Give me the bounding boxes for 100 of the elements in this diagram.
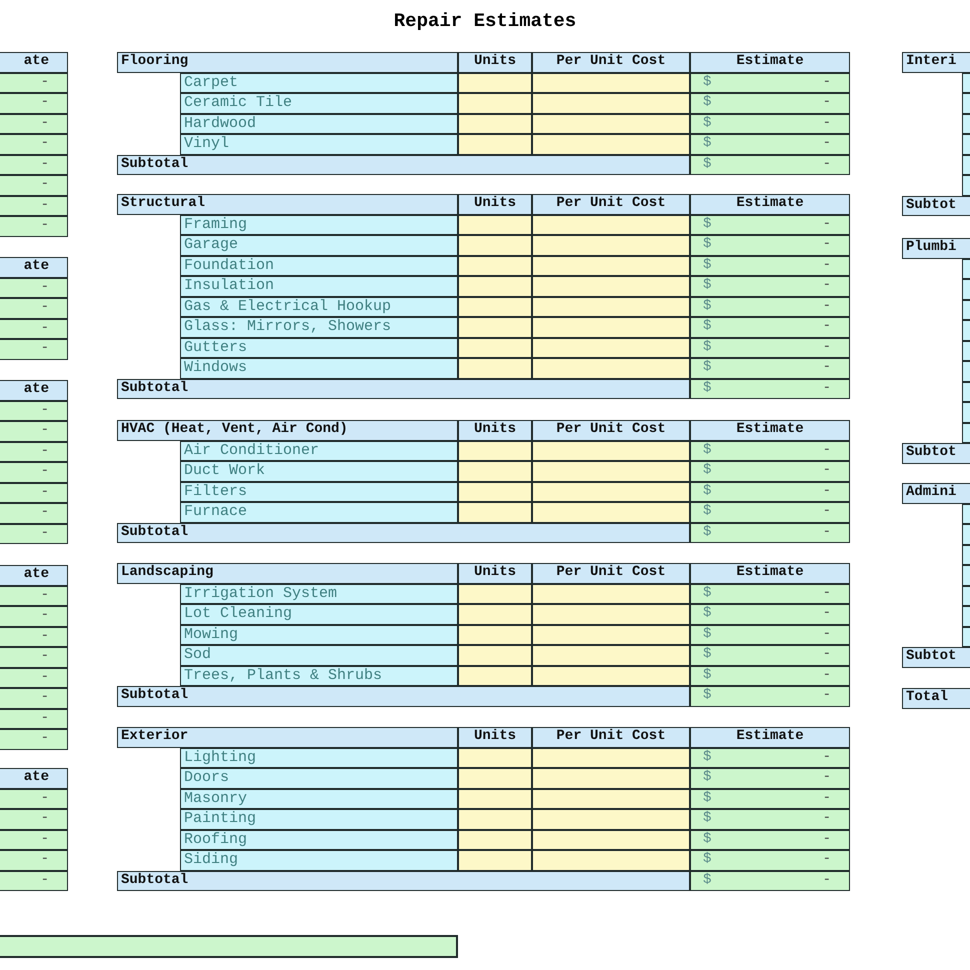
amount-value: -: [822, 135, 831, 152]
currency-symbol: $: [703, 830, 712, 848]
currency-symbol: $: [703, 872, 712, 888]
currency-symbol: $: [703, 359, 712, 376]
item-label: Irrigation System: [180, 584, 458, 604]
subtotal-label: Subtot: [902, 647, 970, 668]
currency-symbol: $: [703, 810, 712, 827]
section-heading: Structural: [117, 194, 458, 214]
amount-value: -: [0, 216, 68, 236]
amount-value: -: [0, 93, 68, 114]
amount-value: -: [0, 830, 68, 850]
amount-value: -: [0, 400, 68, 421]
amount-value: -: [0, 809, 68, 830]
subtotal-label: Subtotal: [117, 522, 690, 543]
currency-symbol: $: [703, 277, 712, 294]
item-label: Framing: [180, 214, 458, 235]
currency-symbol: $: [703, 442, 712, 458]
column-header: Estimate: [690, 727, 850, 748]
item-label: Filters: [180, 482, 458, 502]
amount-value: -: [822, 666, 831, 684]
currency-symbol: $: [703, 318, 712, 335]
currency-symbol: $: [703, 584, 712, 602]
subtotal-label: Subtotal: [117, 870, 690, 891]
item-label: Siding: [180, 850, 458, 870]
amount-value: -: [0, 788, 68, 809]
amount-value: -: [822, 462, 831, 479]
amount-value: -: [822, 236, 831, 253]
subtotal-label: Subtotal: [117, 686, 690, 706]
column-header: Units: [458, 727, 532, 748]
amount-value: -: [822, 626, 831, 642]
item-label: Furnace: [180, 502, 458, 522]
amount-value: -: [822, 769, 831, 786]
amount-value: -: [822, 584, 831, 602]
amount-value: -: [0, 586, 68, 606]
diagram-title: Repair Estimates: [392, 10, 578, 34]
column-header: Per Unit Cost: [532, 727, 690, 748]
section-heading: Flooring: [117, 52, 458, 72]
amount-value: -: [822, 74, 831, 90]
amount-value: -: [0, 175, 68, 196]
currency-symbol: $: [703, 626, 712, 642]
amount-value: -: [822, 503, 831, 520]
currency-symbol: $: [703, 605, 712, 622]
amount-value: -: [0, 339, 68, 360]
item-label: Vinyl: [180, 134, 458, 154]
section-heading: HVAC (Heat, Vent, Air Cond): [117, 420, 458, 440]
amount-value: -: [822, 94, 831, 111]
amount-value: -: [0, 134, 68, 154]
amount-value: -: [822, 442, 831, 458]
amount-value: -: [822, 359, 831, 376]
amount-value: -: [0, 278, 68, 298]
currency-symbol: $: [703, 256, 712, 274]
column-header: Estimate: [690, 52, 850, 72]
amount-value: -: [822, 318, 831, 335]
item-label: Masonry: [180, 788, 458, 809]
subtotal-label: Subtot: [902, 196, 970, 216]
currency-symbol: $: [703, 666, 712, 684]
column-header: ate: [0, 380, 68, 400]
subtotal-label: Subtotal: [117, 154, 690, 175]
amount-value: -: [822, 256, 831, 274]
amount-value: -: [822, 524, 831, 540]
column-header: ate: [0, 565, 68, 586]
column-header: Estimate: [690, 194, 850, 214]
amount-value: -: [0, 668, 68, 688]
amount-value: -: [822, 298, 831, 314]
amount-value: -: [822, 605, 831, 622]
currency-symbol: $: [703, 298, 712, 314]
amount-value: -: [822, 810, 831, 827]
amount-value: -: [0, 196, 68, 216]
currency-symbol: $: [703, 380, 712, 396]
amount-value: -: [822, 872, 831, 888]
subtotal-label: Subtot: [902, 443, 970, 464]
section-heading: Landscaping: [117, 563, 458, 584]
column-header: Units: [458, 194, 532, 214]
amount-value: -: [0, 482, 68, 503]
currency-symbol: $: [703, 503, 712, 520]
item-label: Ceramic Tile: [180, 93, 458, 114]
item-label: Carpet: [180, 72, 458, 93]
amount-value: -: [0, 647, 68, 668]
amount-value: -: [822, 156, 831, 172]
currency-symbol: $: [703, 236, 712, 253]
item-label: Mowing: [180, 624, 458, 645]
currency-symbol: $: [703, 482, 712, 500]
column-header: Per Unit Cost: [532, 52, 690, 72]
item-label: Gas & Electrical Hookup: [180, 296, 458, 317]
column-header: Per Unit Cost: [532, 420, 690, 440]
item-label: Sod: [180, 645, 458, 666]
item-label: Hardwood: [180, 114, 458, 134]
currency-symbol: $: [703, 646, 712, 663]
item-label: Painting: [180, 809, 458, 830]
column-header: Units: [458, 420, 532, 440]
amount-value: -: [0, 524, 68, 544]
column-header: Per Unit Cost: [532, 563, 690, 584]
column-header: Per Unit Cost: [532, 194, 690, 214]
currency-symbol: $: [703, 94, 712, 111]
section-heading: Interi: [902, 52, 970, 72]
column-header: ate: [0, 52, 68, 72]
section-heading: Plumbi: [902, 238, 970, 258]
total-label: Total: [902, 688, 970, 708]
section-heading: Admini: [902, 483, 970, 504]
amount-value: -: [0, 462, 68, 482]
